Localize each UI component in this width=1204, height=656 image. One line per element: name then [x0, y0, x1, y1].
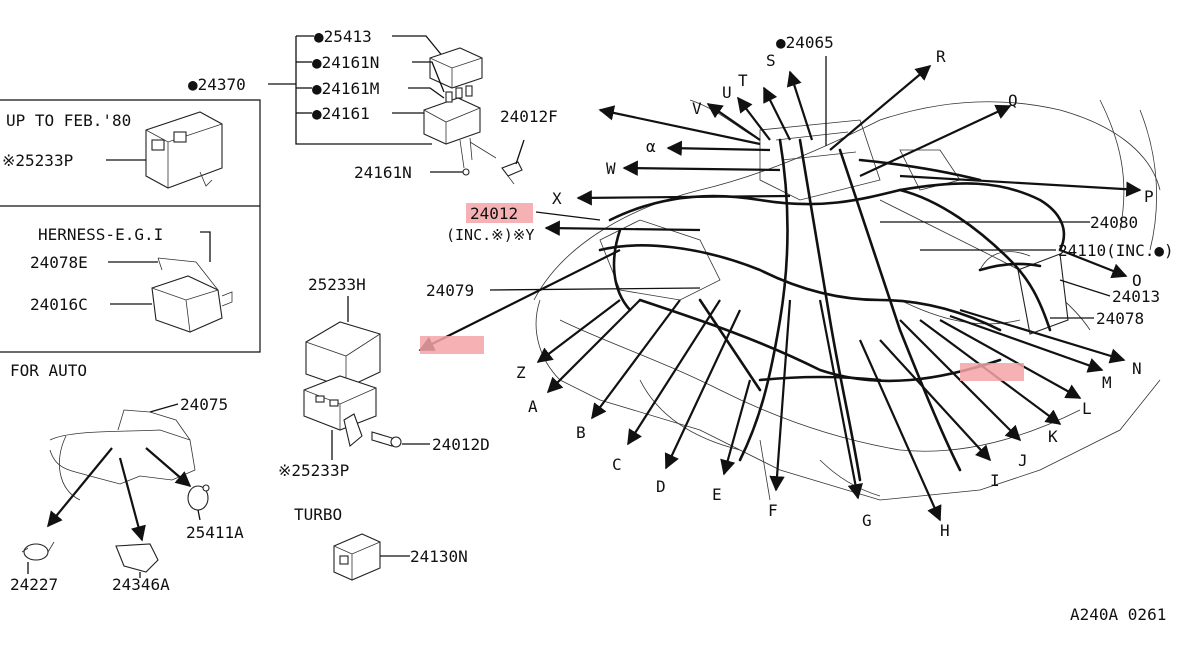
ref-letter-t: T — [738, 71, 748, 90]
part-label-24013[interactable]: 24013 — [1112, 287, 1160, 306]
part-label-24079[interactable]: 24079 — [426, 281, 474, 300]
highlight-24012 — [466, 203, 533, 223]
ref-letter-o: O — [1132, 271, 1142, 290]
ref-letter-u: U — [722, 83, 732, 102]
ref-letter-w: W — [606, 159, 616, 178]
inset-box-harness-egi — [108, 231, 233, 333]
part-label-25233p-top[interactable]: ※25233P — [2, 151, 73, 170]
part-label-24065[interactable]: ●24065 — [776, 33, 834, 52]
part-label-24012d[interactable]: 24012D — [432, 435, 490, 454]
ref-letter-r: R — [936, 47, 946, 66]
ref-letter-h: H — [940, 521, 950, 540]
part-label-24012f[interactable]: 24012F — [500, 107, 558, 126]
ref-letter-i: I — [990, 471, 1000, 490]
part-label-24078e[interactable]: 24078E — [30, 253, 88, 272]
part-label-24130n[interactable]: 24130N — [410, 547, 468, 566]
for-auto-title: FOR AUTO — [10, 361, 87, 380]
harness-arrows — [418, 56, 1142, 522]
highlight-blank-left — [420, 336, 484, 354]
part-label-24161n-top[interactable]: ●24161N — [312, 53, 379, 72]
ref-letter-c: C — [612, 455, 622, 474]
ref-letter-g: G — [862, 511, 872, 530]
part-label-24012[interactable]: 24012 — [470, 204, 518, 223]
part-label-24370[interactable]: ●24370 — [188, 75, 246, 94]
part-label-25233p-bottom[interactable]: ※25233P — [278, 461, 349, 480]
turbo-relay — [333, 533, 410, 581]
ref-letter-l: L — [1082, 399, 1092, 418]
part-label-24110[interactable]: 24110(INC.●) — [1058, 241, 1174, 260]
ref-letter-b: B — [576, 423, 586, 442]
inset-box-up-to-feb80 — [0, 99, 261, 353]
diagram-code: A240A 0261 — [1070, 605, 1166, 624]
part-label-24161n-bottom[interactable]: 24161N — [354, 163, 412, 182]
part-label-24346a[interactable]: 24346A — [112, 575, 170, 594]
ref-letter-z: Z — [516, 363, 526, 382]
part-label-24161m[interactable]: ●24161M — [312, 79, 379, 98]
ref-letter-q: Q — [1008, 91, 1018, 110]
inset-title-harness-egi: HERNESS-E.G.I — [38, 225, 163, 244]
part-label-24161[interactable]: ●24161 — [312, 104, 370, 123]
wiring-harness — [598, 138, 1066, 482]
ref-letter-e: E — [712, 485, 722, 504]
relay-group — [268, 35, 525, 185]
ref-letter-m: M — [1102, 373, 1112, 392]
part-label-25411a[interactable]: 25411A — [186, 523, 244, 542]
fuse-group — [303, 296, 430, 460]
part-label-25233h[interactable]: 25233H — [308, 275, 366, 294]
part-label-25413[interactable]: ●25413 — [314, 27, 372, 46]
ref-letter-k: K — [1048, 427, 1058, 446]
ref-letter-p: P — [1144, 187, 1154, 206]
ref-letter-x: X — [552, 189, 562, 208]
part-label-24075[interactable]: 24075 — [180, 395, 228, 414]
inset-title-up-to-feb80: UP TO FEB.'80 — [6, 111, 131, 130]
engine-bay-body — [533, 99, 1161, 501]
ref-letter-f: F — [768, 501, 778, 520]
ref-letter-a: A — [528, 397, 538, 416]
highlight-blank-right — [960, 363, 1024, 381]
ref-letter-d: D — [656, 477, 666, 496]
note-inc-y: (INC.※)※Y — [446, 226, 534, 244]
for-auto-assembly — [21, 403, 210, 578]
right-leader-lines — [489, 211, 1111, 319]
part-label-24080[interactable]: 24080 — [1090, 213, 1138, 232]
ref-letter-s: S — [766, 51, 776, 70]
part-label-24227[interactable]: 24227 — [10, 575, 58, 594]
part-label-24078[interactable]: 24078 — [1096, 309, 1144, 328]
ref-letter-j: J — [1018, 451, 1028, 470]
ref-letter-v: V — [692, 99, 702, 118]
ref-letter-alpha: α — [646, 137, 656, 156]
part-label-24016c[interactable]: 24016C — [30, 295, 88, 314]
turbo-title: TURBO — [294, 505, 342, 524]
ref-letter-n: N — [1132, 359, 1142, 378]
